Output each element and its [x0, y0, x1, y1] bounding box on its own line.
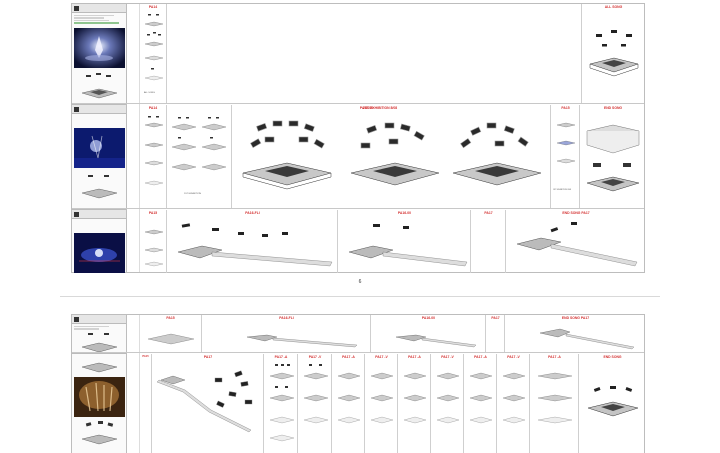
scene-title: PA17 -A [274, 355, 288, 359]
scene-title: END SONG PA17 [562, 211, 590, 215]
stage-thumb-stack [269, 364, 295, 442]
scene-title: PA17 -A [474, 355, 487, 359]
stage-thumb-stack [303, 364, 329, 424]
performance-photo [74, 377, 125, 417]
stage-model-thumb [81, 362, 118, 373]
runway-render [246, 334, 358, 348]
page-divider [60, 296, 660, 297]
stage-thumb-grid [171, 117, 227, 171]
sidebar-panel [72, 315, 127, 453]
stage-runway-render [156, 370, 253, 433]
scene-title: END SONG [603, 355, 622, 359]
stage-model-thumb [81, 421, 118, 445]
runway-render-3 [516, 222, 638, 267]
scene-title: PA17 -V [441, 355, 454, 359]
stage-thumb-stack [144, 14, 164, 81]
runway-render [539, 328, 635, 350]
caption: ALL SONG [144, 92, 155, 94]
scene-title: END SONG [603, 106, 623, 110]
scene-title: PA17 [484, 211, 493, 215]
scene-title: PA17 -A [342, 355, 355, 359]
scene-title: END SONG PA17 [561, 316, 590, 320]
sidebar-panel [72, 4, 127, 273]
stage-model-render [589, 30, 639, 77]
stage-render-end [587, 386, 639, 417]
stage-thumb-stack [337, 372, 361, 424]
scene-title: PA15 [166, 316, 175, 320]
scene-title: PA17 -A [548, 355, 561, 359]
thumbnail-label-column [128, 315, 140, 453]
stage-photo-1 [74, 28, 125, 68]
stage-thumb-stack [370, 372, 394, 424]
scene-title: PA15 [561, 106, 570, 110]
stage-thumb-stack [144, 229, 164, 267]
storyboard-row-3: PA15 PA16-FLI PA16-00 [72, 210, 644, 273]
storyboard-row-2: PA15 PA17 PA17 -A [72, 354, 644, 453]
stage-thumb-stack [537, 372, 573, 424]
scene-title: PA14 [148, 106, 158, 110]
stage-thumb-stack [556, 122, 576, 164]
logo-icon [74, 106, 79, 112]
caption: 1ST EXHIBITION 8/08 [553, 189, 571, 191]
stage-render-large-2 [350, 122, 440, 186]
stage-thumb-stack [436, 372, 460, 424]
logo-icon [74, 5, 79, 11]
thumbnail-label-column [128, 4, 140, 272]
stage-model-thumb-1 [81, 73, 118, 99]
scene-title: PA16-00 [421, 316, 436, 320]
scene-title: PA17 -V [375, 355, 388, 359]
scene-title: PA17 [491, 316, 500, 320]
stage-thumb-stack [502, 372, 526, 424]
stage-render-large-1 [242, 120, 332, 190]
stage-model-thumb-2 [81, 175, 118, 199]
scene-title: 2ST EXHIBITION 8/08 [363, 106, 398, 110]
runway-render-1 [177, 223, 333, 267]
stage-model-thumb [81, 333, 118, 353]
stage-thumb-stack [144, 116, 164, 186]
caption: 1ST EXHIBITION [184, 193, 201, 195]
stage-render-end [586, 124, 640, 192]
scene-title: PA17 [203, 355, 213, 359]
storyboard-row-2: PA14 [72, 105, 644, 209]
scene-title: PA15-00 [359, 106, 374, 110]
stage-thumb-stack [403, 372, 427, 424]
stage-photo-2 [74, 128, 125, 168]
storyboard-sheet-bottom: PA15 PA16-FLI PA16-00 PA1 [71, 314, 645, 453]
storyboard-sheet-top: PA14 ALL SONG ALL SONG [71, 3, 645, 273]
page-number: 6 [358, 279, 362, 285]
stage-thumb-stack [469, 372, 493, 424]
storyboard-row-1: PA14 ALL SONG ALL SONG [72, 4, 644, 104]
runway-render-2 [348, 224, 468, 267]
scene-title: PA17 -A [408, 355, 421, 359]
scene-title: PA16-00 [397, 211, 412, 215]
stage-photo-3 [74, 233, 125, 273]
scene-title: PA17 -V [308, 355, 322, 359]
runway-render [395, 334, 477, 348]
scene-title: PA16-FLI [245, 211, 260, 215]
scene-title: PA15 [148, 211, 158, 215]
logo-icon [74, 211, 79, 217]
scene-title: PA16-FLI [279, 316, 294, 320]
scene-title: PA14 [148, 5, 158, 9]
stage-thumb [147, 333, 195, 345]
logo-icon [74, 316, 79, 322]
scene-title: PA17 -V [507, 355, 520, 359]
storyboard-row-1: PA15 PA16-FLI PA16-00 PA1 [72, 315, 644, 353]
stage-render-large-3 [452, 122, 542, 186]
scene-title: PA15 [142, 355, 149, 358]
scene-title: ALL SONG [604, 5, 623, 9]
